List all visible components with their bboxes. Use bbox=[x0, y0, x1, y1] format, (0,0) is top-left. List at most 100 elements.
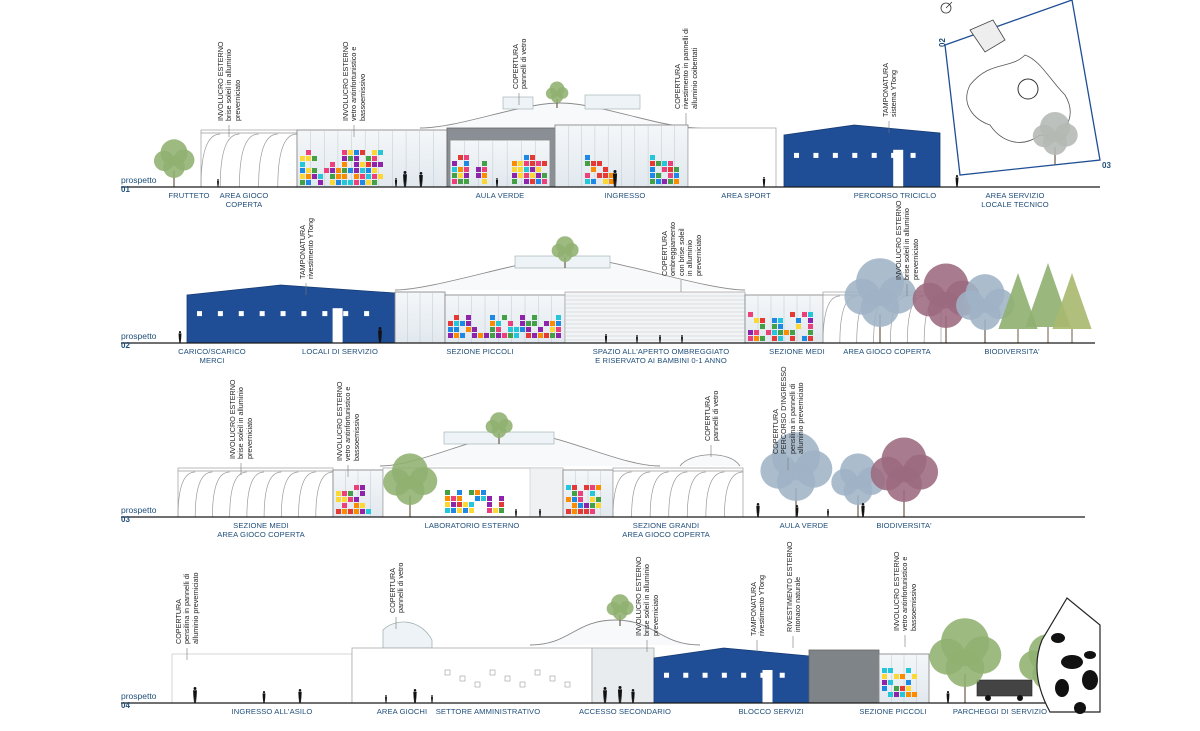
note-text: intonaco naturale bbox=[793, 576, 802, 632]
child-figure-icon bbox=[495, 178, 499, 187]
note-text: vetro antinfortunistico e bassoemissivo bbox=[349, 46, 368, 121]
pine-tree-icon bbox=[998, 273, 1038, 343]
colored-panels bbox=[566, 485, 601, 514]
child-figure-icon bbox=[431, 695, 433, 703]
child-figure-icon bbox=[539, 509, 541, 517]
prospetto-word: prospetto bbox=[121, 175, 157, 185]
admin-wall bbox=[351, 647, 593, 704]
person-figure-icon bbox=[861, 503, 865, 517]
person-figure-icon bbox=[193, 687, 197, 703]
tree-icon bbox=[831, 453, 886, 517]
window bbox=[444, 669, 451, 676]
north-arrow-icon bbox=[940, 1, 953, 14]
child-figure-icon bbox=[827, 509, 829, 517]
tree-icon bbox=[485, 412, 513, 444]
service-block bbox=[783, 124, 941, 188]
child-figure-icon bbox=[217, 179, 219, 187]
child-figure-icon bbox=[394, 178, 398, 187]
service-block bbox=[186, 284, 396, 344]
child-figure-icon bbox=[762, 177, 766, 187]
site-plan-icon bbox=[1036, 597, 1101, 714]
zone-label: AREA GIOCO COPERTA bbox=[219, 191, 269, 209]
zone-label: INGRESSO ALL'ASILO bbox=[231, 707, 313, 716]
colored-panels bbox=[300, 150, 383, 185]
note-text: sistema YTong bbox=[889, 69, 898, 117]
colored-panels bbox=[512, 155, 547, 184]
zone-label: AULA VERDE bbox=[475, 191, 525, 200]
person-figure-icon bbox=[756, 503, 760, 517]
plan-direction-label: 03 bbox=[1102, 161, 1111, 170]
note-text: pannelli di vetro bbox=[396, 562, 405, 613]
brise-soleil-screen bbox=[564, 291, 746, 344]
tree-icon bbox=[870, 437, 939, 517]
site-plan-icon bbox=[944, 0, 1101, 176]
grey-volume bbox=[808, 649, 880, 704]
prospetto-number: 03 bbox=[121, 515, 130, 524]
entrance-canopy bbox=[679, 454, 741, 467]
tree-icon bbox=[956, 274, 1015, 343]
tree-icon bbox=[153, 139, 195, 187]
colored-panels bbox=[748, 312, 813, 341]
child-figure-icon bbox=[681, 335, 683, 343]
entrance-canopy-wall bbox=[171, 653, 353, 704]
note-text: vetro antinfortunistico e bassoemissivo bbox=[343, 386, 362, 461]
glass-facade bbox=[554, 124, 689, 188]
note-text: rivestimento in pannelli di alluminio co… bbox=[681, 28, 700, 109]
roof-canopy bbox=[419, 102, 701, 129]
person-figure-icon bbox=[955, 175, 959, 187]
roof-canopy bbox=[529, 619, 701, 646]
zone-label: AREA GIOCO COPERTA bbox=[843, 347, 931, 356]
zone-label: PARCHEGGI DI SERVIZIO bbox=[952, 707, 1048, 716]
person-figure-icon bbox=[631, 689, 635, 703]
zone-label: SPAZIO ALL'APERTO OMBREGGIATO E RISERVAT… bbox=[592, 347, 730, 365]
person-figure-icon bbox=[298, 689, 302, 703]
access-volume bbox=[591, 647, 655, 704]
window bbox=[489, 669, 496, 676]
tree-icon bbox=[760, 432, 833, 517]
colored-panels bbox=[445, 490, 504, 513]
person-figure-icon bbox=[262, 691, 266, 703]
person-figure-icon bbox=[178, 331, 182, 343]
prospetto-word: prospetto bbox=[121, 505, 157, 515]
brise-soleil-hall bbox=[612, 467, 744, 518]
zone-label: ACCESSO SECONDARIO bbox=[578, 707, 672, 716]
zone-label: SEZIONE MEDI bbox=[769, 347, 825, 356]
window bbox=[459, 675, 466, 682]
person-figure-icon bbox=[603, 687, 607, 703]
zone-label: AREA GIOCHI bbox=[376, 707, 428, 716]
service-van-icon bbox=[976, 679, 1033, 697]
note-text: brise soleil in alluminio preverniciato bbox=[902, 208, 921, 280]
note-text: rivestimento YTong bbox=[757, 575, 766, 636]
zone-label: LABORATORIO ESTERNO bbox=[424, 521, 520, 530]
zone-label: PERCORSO TRICICLO bbox=[853, 191, 937, 200]
child-figure-icon bbox=[659, 335, 661, 343]
white-wall bbox=[687, 127, 777, 188]
colored-panels bbox=[452, 155, 487, 184]
zone-label: BLOCCO SERVIZI bbox=[738, 707, 804, 716]
note-text: ombreggiamento con brise soleil in allum… bbox=[668, 222, 703, 276]
colored-panels bbox=[882, 668, 917, 697]
tree-icon bbox=[551, 236, 579, 268]
brise-soleil-screen bbox=[529, 467, 564, 518]
note-text: pensilina in pannelli di alluminio preve… bbox=[182, 572, 201, 644]
child-figure-icon bbox=[515, 509, 517, 517]
zone-label: BIODIVERSITA' bbox=[876, 521, 932, 530]
window bbox=[474, 681, 481, 688]
zone-label: AREA SERVIZIO LOCALE TECNICO bbox=[981, 191, 1049, 209]
prospetto-word: prospetto bbox=[121, 331, 157, 341]
tree-icon bbox=[383, 453, 438, 517]
zone-label: BIODIVERSITA' bbox=[984, 347, 1040, 356]
window bbox=[564, 681, 571, 688]
brise-soleil-hall bbox=[177, 467, 334, 518]
prospetto-number: 04 bbox=[121, 701, 130, 710]
note-text: brise soleil in alluminio preverniciato bbox=[236, 387, 255, 459]
note-text: pannelli di vetro bbox=[519, 38, 528, 89]
window bbox=[549, 675, 556, 682]
tree-icon bbox=[929, 618, 1002, 703]
prospetto-number: 02 bbox=[121, 341, 130, 350]
brise-soleil-hall bbox=[200, 129, 298, 188]
